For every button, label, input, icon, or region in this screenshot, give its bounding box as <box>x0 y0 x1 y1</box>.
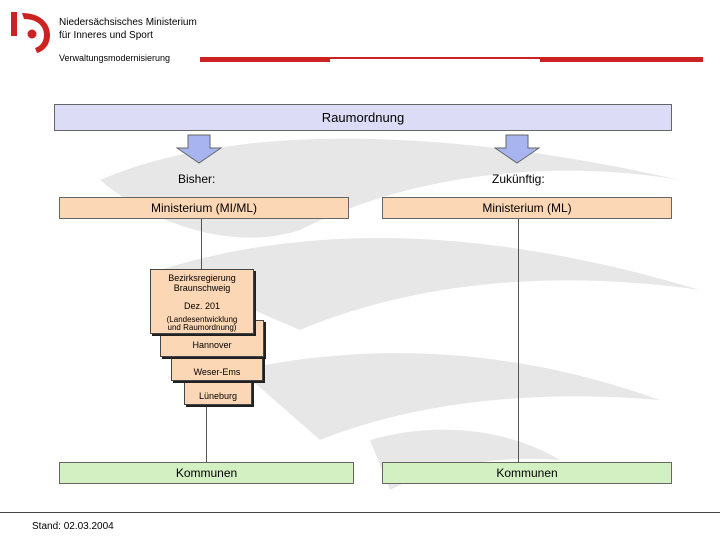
connector-left-bottom <box>206 405 207 462</box>
arrow-down-left-icon <box>176 134 222 164</box>
department-label: Verwaltungsmodernisierung <box>59 53 171 63</box>
date-stamp: Stand: 02.03.2004 <box>32 521 114 532</box>
background-watermark <box>100 138 700 490</box>
footer-divider <box>0 512 720 513</box>
ministry-box-left: Ministerium (MI/ML) <box>59 197 349 219</box>
kommunen-box-left: Kommunen <box>59 462 354 484</box>
card-lueneburg: Lüneburg <box>184 380 252 405</box>
ministry-box-right: Ministerium (ML) <box>382 197 672 219</box>
arrow-down-right-icon <box>494 134 540 164</box>
ministry-logo-icon <box>11 12 50 53</box>
connector-left-top <box>201 219 202 269</box>
heading-zukuenftig: Zukünftig: <box>492 172 545 186</box>
header-divider-gap <box>330 59 540 62</box>
kommunen-box-right: Kommunen <box>382 462 672 484</box>
card-braunschweig: Bezirksregierung Braunschweig Dez. 201 (… <box>150 269 254 334</box>
heading-bisher: Bisher: <box>178 172 216 186</box>
connector-right <box>518 219 519 462</box>
card-weser-ems: Weser-Ems <box>171 356 263 381</box>
card-hannover-label: Hannover <box>192 340 232 350</box>
card-braunschweig-note2: und Raumordnung) <box>167 323 237 332</box>
ministry-name-line2: für Inneres und Sport <box>59 30 153 41</box>
header-divider-thin <box>330 57 540 59</box>
ministry-name: Niedersächsisches Ministerium für Innere… <box>59 16 197 42</box>
card-braunschweig-dept: Dez. 201 <box>183 301 221 311</box>
raumordnung-box: Raumordnung <box>54 104 672 131</box>
card-braunschweig-note1: (Landesentwicklung <box>166 315 238 324</box>
card-braunschweig-title2: Braunschweig <box>173 283 231 293</box>
ministry-name-line1: Niedersächsisches Ministerium <box>59 17 197 28</box>
card-braunschweig-title1: Bezirksregierung <box>168 273 236 283</box>
card-lueneburg-label: Lüneburg <box>198 391 238 401</box>
card-weser-ems-label: Weser-Ems <box>193 367 241 377</box>
